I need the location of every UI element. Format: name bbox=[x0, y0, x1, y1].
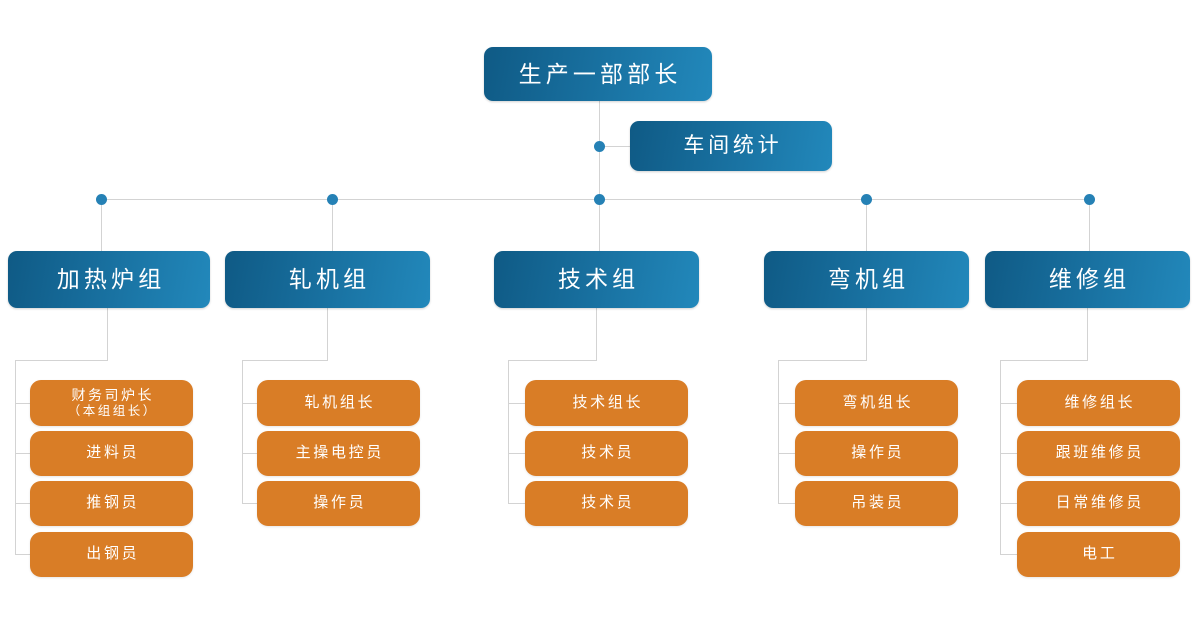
node-member[interactable]: 进料员 bbox=[30, 431, 193, 476]
node-group-2[interactable]: 轧机组 bbox=[225, 251, 430, 308]
connector-col1-trunk bbox=[15, 360, 16, 555]
connector-col4-stem bbox=[866, 308, 867, 361]
connector-drop-group-1 bbox=[101, 199, 102, 251]
connector-col1-stem bbox=[107, 308, 108, 361]
connector-drop-group-2 bbox=[332, 199, 333, 251]
node-member[interactable]: 吊装员 bbox=[795, 481, 958, 526]
node-group-4[interactable]: 弯机组 bbox=[764, 251, 969, 308]
junction-dot-group-5 bbox=[1084, 194, 1095, 205]
junction-dot-aux bbox=[594, 141, 605, 152]
node-root[interactable]: 生产一部部长 bbox=[484, 47, 712, 101]
junction-dot-group-1 bbox=[96, 194, 107, 205]
node-aux-workshop-statistics[interactable]: 车间统计 bbox=[630, 121, 832, 171]
junction-dot-group-4 bbox=[861, 194, 872, 205]
connector-col3-stub-2 bbox=[508, 453, 538, 454]
connector-col2-trunk bbox=[242, 360, 243, 504]
connector-col5-elbow bbox=[1000, 360, 1088, 361]
junction-dot-group-2 bbox=[327, 194, 338, 205]
node-member[interactable]: 技术员 bbox=[525, 431, 688, 476]
node-member[interactable]: 主操电控员 bbox=[257, 431, 420, 476]
node-member[interactable]: 操作员 bbox=[795, 431, 958, 476]
connector-col3-stub-1 bbox=[508, 403, 538, 404]
node-member[interactable]: 推钢员 bbox=[30, 481, 193, 526]
node-member[interactable]: 弯机组长 bbox=[795, 380, 958, 426]
connector-col3-stem bbox=[596, 308, 597, 361]
member-sublabel: （本组组长） bbox=[67, 403, 158, 418]
node-group-5[interactable]: 维修组 bbox=[985, 251, 1190, 308]
node-member[interactable]: 操作员 bbox=[257, 481, 420, 526]
node-member[interactable]: 出钢员 bbox=[30, 532, 193, 577]
connector-col4-elbow bbox=[778, 360, 867, 361]
connector-col3-stub-3 bbox=[508, 503, 538, 504]
connector-col3-elbow bbox=[508, 360, 597, 361]
connector-col5-trunk bbox=[1000, 360, 1001, 555]
connector-root-to-aux bbox=[599, 146, 631, 147]
node-member[interactable]: 技术组长 bbox=[525, 380, 688, 426]
connector-col3-trunk bbox=[508, 360, 509, 504]
node-member[interactable]: 财务司炉长 （本组组长） bbox=[30, 380, 193, 426]
member-label: 财务司炉长 bbox=[71, 386, 155, 403]
node-member[interactable]: 电工 bbox=[1017, 532, 1180, 577]
node-member[interactable]: 轧机组长 bbox=[257, 380, 420, 426]
connector-col4-stub-3 bbox=[778, 503, 808, 504]
connector-col4-stub-1 bbox=[778, 403, 808, 404]
node-group-3[interactable]: 技术组 bbox=[494, 251, 699, 308]
junction-dot-bus bbox=[594, 194, 605, 205]
connector-col1-elbow bbox=[15, 360, 108, 361]
connector-drop-group-3 bbox=[599, 199, 600, 251]
connector-col4-trunk bbox=[778, 360, 779, 504]
node-group-1[interactable]: 加热炉组 bbox=[8, 251, 210, 308]
connector-col4-stub-2 bbox=[778, 453, 808, 454]
connector-col2-stem bbox=[327, 308, 328, 361]
connector-col5-stub-3 bbox=[1000, 503, 1030, 504]
connector-col2-elbow bbox=[242, 360, 328, 361]
connector-drop-group-5 bbox=[1089, 199, 1090, 251]
node-member[interactable]: 维修组长 bbox=[1017, 380, 1180, 426]
node-member[interactable]: 技术员 bbox=[525, 481, 688, 526]
connector-drop-group-4 bbox=[866, 199, 867, 251]
connector-col5-stub-2 bbox=[1000, 453, 1030, 454]
connector-col5-stub-1 bbox=[1000, 403, 1030, 404]
connector-col5-stub-4 bbox=[1000, 554, 1030, 555]
connector-col5-stem bbox=[1087, 308, 1088, 361]
node-member[interactable]: 跟班维修员 bbox=[1017, 431, 1180, 476]
node-member[interactable]: 日常维修员 bbox=[1017, 481, 1180, 526]
